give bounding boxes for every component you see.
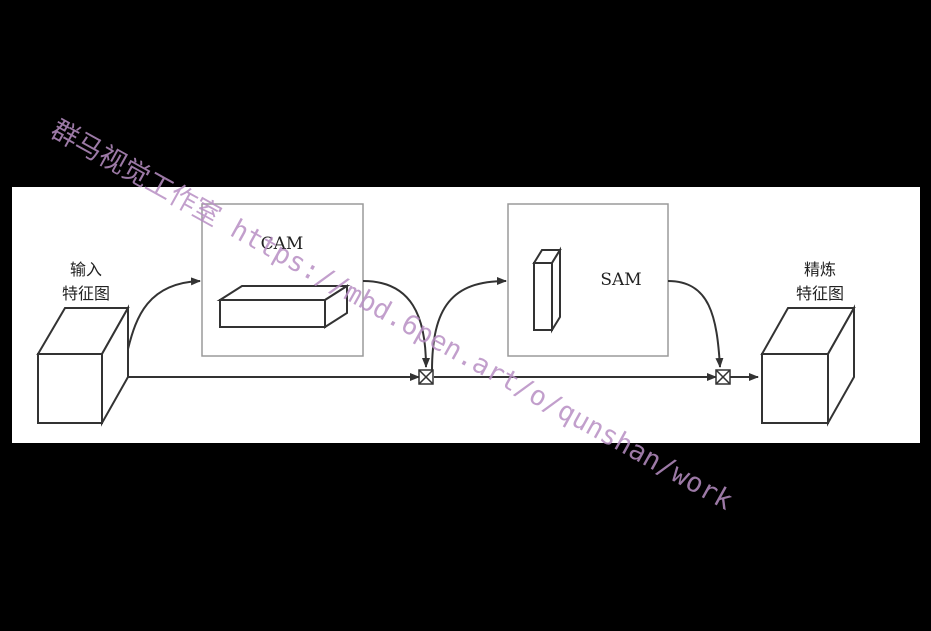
input-label-line1: 输入 [70,260,102,279]
output-label-line2: 特征图 [796,284,844,303]
cam-attention-cube [216,284,351,329]
sam-attention-cube [532,246,562,334]
input-feature-cube [36,304,130,427]
cam-to-multiply-arrow [362,280,430,368]
output-label-line1: 精炼 [804,260,836,279]
multiply-operator-2 [715,369,731,385]
sam-to-multiply-arrow [667,280,724,368]
input-label-line2: 特征图 [62,284,110,303]
sam-module-box [507,203,669,357]
input-to-cam-arrow [127,277,201,350]
cbam-diagram: 输入 特征图 CAM SAM 精炼 特征图 [36,203,856,427]
sam-label: SAM [600,270,641,290]
cam-label: CAM [261,234,304,254]
diagram-panel: 输入 特征图 CAM SAM 精炼 特征图 [12,187,920,443]
multiply-to-sam-arrow [431,277,507,372]
cam-module-box [201,203,364,357]
output-feature-cube [760,304,856,427]
multiply-operator-1 [418,369,434,385]
